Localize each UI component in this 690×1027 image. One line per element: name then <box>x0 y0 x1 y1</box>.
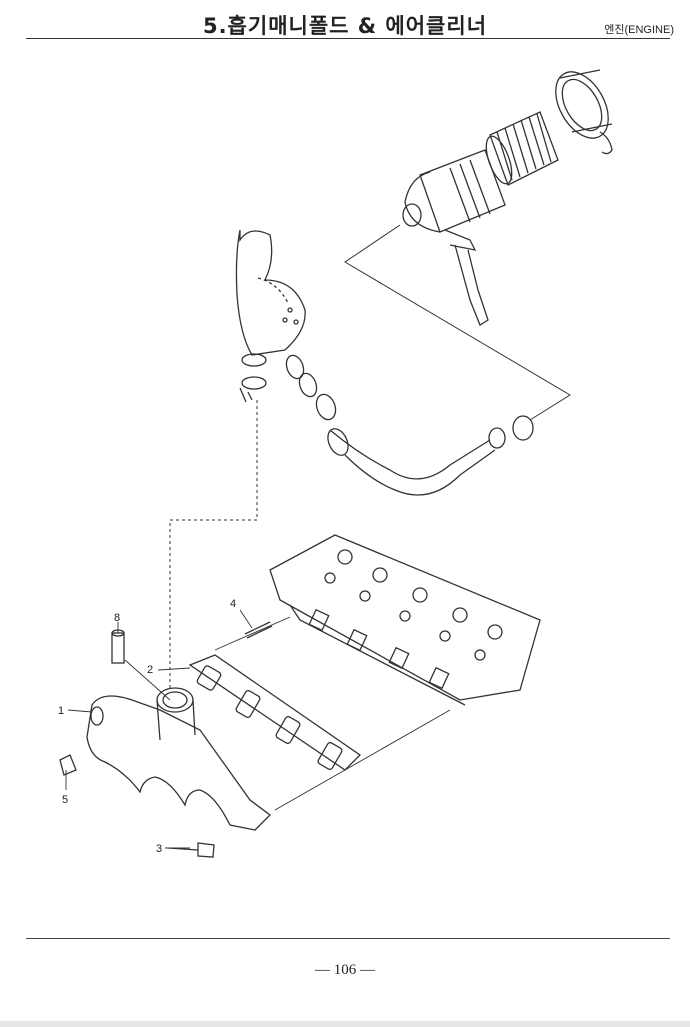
callout-3: 3 <box>156 843 162 855</box>
mounting-bracket <box>454 244 489 326</box>
filter-element <box>485 111 559 186</box>
callout-8: 8 <box>114 612 120 624</box>
page-number: — 106 — <box>315 962 375 978</box>
scan-edge <box>0 1021 690 1027</box>
hose-clamp-left <box>239 353 267 403</box>
callout-2: 2 <box>147 664 153 676</box>
bolt <box>167 842 215 858</box>
intake-elbow <box>235 229 306 356</box>
cylinder-head <box>269 534 541 706</box>
intake-gasket <box>188 654 362 771</box>
bracket <box>59 754 77 776</box>
page-title: 5.흡기매니폴드 & 에어클리너 <box>202 14 488 38</box>
callout-1: 1 <box>58 705 64 717</box>
section-tag: 엔진(ENGINE) <box>604 24 674 36</box>
alignment-lines <box>124 616 451 811</box>
plug <box>111 629 125 664</box>
callout-5: 5 <box>62 794 68 806</box>
callout-leaders <box>65 609 253 849</box>
stud-bolt <box>244 621 273 639</box>
callout-4: 4 <box>230 598 236 610</box>
footer-rule <box>26 938 670 939</box>
connection-line <box>169 400 258 690</box>
header-rule <box>26 38 670 39</box>
air-cleaner-assembly <box>344 69 613 421</box>
intake-hose <box>285 354 534 496</box>
intake-manifold <box>86 687 271 831</box>
air-cleaner-body <box>402 149 506 251</box>
